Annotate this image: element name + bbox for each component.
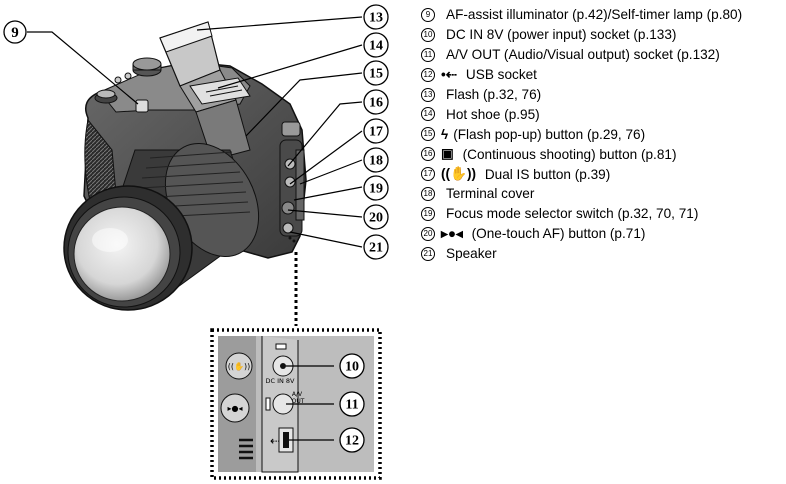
- legend-text: Dual IS button (p.39): [481, 166, 611, 182]
- legend-text: A/V OUT (Audio/Visual output) socket (p.…: [446, 47, 720, 63]
- dual-is-icon: ((✋)): [441, 166, 477, 182]
- legend-item: 13 Flash (p.32, 76): [421, 85, 742, 105]
- legend-number: 14: [421, 107, 435, 122]
- parts-legend: 9 AF-assist illuminator (p.42)/Self-timer…: [421, 5, 742, 264]
- callout-18: 18: [363, 147, 389, 173]
- lens: [63, 142, 260, 311]
- leader-lines: [27, 16, 363, 326]
- svg-text:((✋)): ((✋)): [228, 361, 250, 371]
- legend-number: 20: [421, 226, 435, 241]
- legend-text: Hot shoe (p.95): [446, 106, 540, 122]
- legend-number: 9: [421, 7, 435, 22]
- legend-number: 16: [421, 147, 435, 162]
- legend-number: 19: [421, 206, 435, 221]
- legend-number: 13: [421, 87, 435, 102]
- flash-icon: ϟ: [441, 126, 449, 142]
- usb-icon: •⇠: [441, 66, 458, 82]
- legend-text: (Continuous shooting) button (p.81): [458, 146, 677, 162]
- legend-item: 21 Speaker: [421, 244, 742, 264]
- callout-11: 11: [339, 391, 365, 417]
- legend-text: DC IN 8V (power input) socket (p.133): [446, 27, 677, 43]
- hot-shoe: [189, 77, 251, 105]
- legend-item: 18 Terminal cover: [421, 184, 742, 204]
- legend-text: USB socket: [462, 67, 537, 83]
- callout-12: 12: [339, 427, 365, 453]
- callout-16-number: 16: [369, 96, 383, 111]
- callout-11-number: 11: [345, 398, 358, 413]
- callout-20: 20: [363, 204, 389, 230]
- legend-text: (Flash pop-up) button (p.29, 76): [453, 126, 646, 142]
- callout-13: 13: [363, 4, 389, 30]
- callout-15: 15: [363, 60, 389, 86]
- legend-number: 10: [421, 27, 435, 42]
- legend-text: AF-assist illuminator (p.42)/Self-timer …: [446, 7, 743, 23]
- legend-text: Terminal cover: [446, 186, 535, 202]
- dc-in-label: DC IN 8V: [265, 377, 295, 385]
- legend-item: 20 ▸●◂ (One-touch AF) button (p.71): [421, 224, 742, 244]
- legend-item: 15 ϟ(Flash pop-up) button (p.29, 76): [421, 124, 742, 144]
- legend-text: Focus mode selector switch (p.32, 70, 71…: [446, 206, 699, 222]
- callout-9: 9: [3, 20, 27, 44]
- legend-item: 11 A/V OUT (Audio/Visual output) socket (…: [421, 45, 742, 65]
- callout-17-number: 17: [369, 125, 383, 140]
- callout-20-number: 20: [369, 211, 383, 226]
- callout-18-number: 18: [369, 154, 383, 169]
- legend-text: Flash (p.32, 76): [446, 87, 542, 102]
- legend-item: 19 Focus mode selector switch (p.32, 70, …: [421, 204, 742, 224]
- callout-16: 16: [363, 89, 389, 115]
- callout-19-number: 19: [369, 182, 383, 197]
- legend-number: 11: [421, 47, 435, 62]
- svg-text:⇠: ⇠: [270, 434, 280, 448]
- callout-10: 10: [339, 353, 365, 379]
- callout-12-number: 12: [345, 434, 359, 449]
- callout-14-number: 14: [369, 39, 383, 54]
- callout-21-number: 21: [369, 241, 383, 256]
- callout-19: 19: [363, 175, 389, 201]
- av-out-label: A/V OUT: [292, 391, 305, 405]
- legend-text: (One-touch AF) button (p.71): [467, 226, 646, 242]
- callout-10-number: 10: [345, 360, 359, 375]
- av-out-label-line2: OUT: [292, 398, 305, 405]
- legend-number: 15: [421, 127, 435, 142]
- legend-item: 10 DC IN 8V (power input) socket (p.133): [421, 25, 742, 45]
- legend-item: 17 ((✋)) Dual IS button (p.39): [421, 164, 742, 184]
- legend-number: 12: [421, 67, 435, 82]
- legend-item: 16 ▣ (Continuous shooting) button (p.81): [421, 144, 742, 164]
- callout-15-number: 15: [369, 67, 383, 82]
- callout-17: 17: [363, 118, 389, 144]
- callout-13-number: 13: [369, 11, 383, 26]
- legend-number: 17: [421, 167, 435, 182]
- one-touch-af-button-detail: ▸●◂: [220, 393, 250, 423]
- dual-is-button-detail: ((✋)): [225, 352, 253, 380]
- continuous-shooting-icon: ▣: [441, 146, 454, 162]
- legend-number: 18: [421, 186, 435, 201]
- callout-14: 14: [363, 32, 389, 58]
- legend-number: 21: [421, 246, 435, 261]
- speaker-grille-detail: [239, 438, 253, 460]
- legend-item: 9 AF-assist illuminator (p.42)/Self-timer…: [421, 5, 742, 25]
- av-out-label-line1: A/V: [292, 391, 303, 398]
- callout-21: 21: [363, 234, 389, 260]
- legend-item: 14 Hot shoe (p.95): [421, 104, 742, 124]
- terminal-inset: ((✋)) ▸●◂ DC IN 8V A/V OUT: [210, 328, 382, 480]
- svg-text:▸●◂: ▸●◂: [227, 404, 242, 413]
- legend-text: Speaker: [446, 246, 497, 262]
- callout-9-number: 9: [11, 25, 19, 41]
- one-touch-af-icon: ▸●◂: [441, 225, 463, 241]
- legend-item: 12 •⇠ USB socket: [421, 65, 742, 85]
